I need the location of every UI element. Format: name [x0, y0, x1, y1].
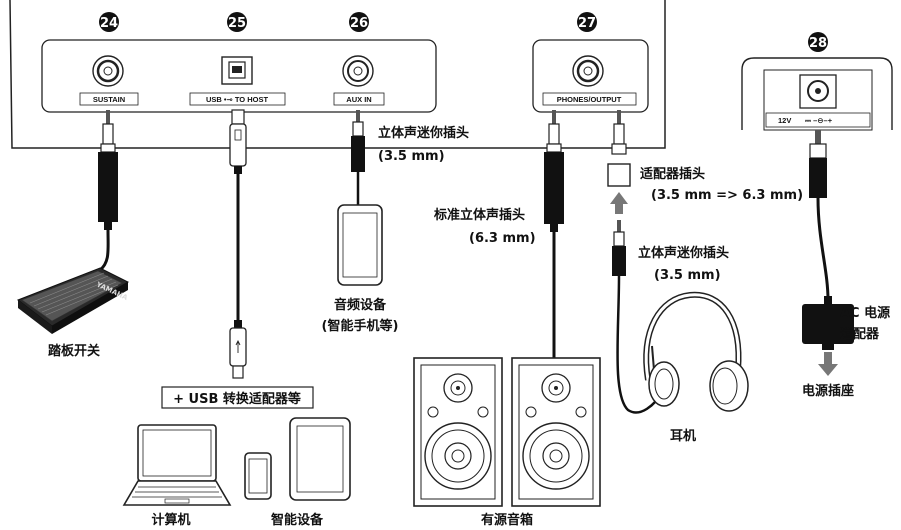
- standard-plug-size-label: (6.3 mm): [469, 231, 536, 246]
- pedal-label: 踏板开关: [48, 343, 100, 359]
- ac-adapter-label-line2: 适配器: [840, 326, 880, 342]
- headphone-plug-size-label: (3.5 mm): [654, 268, 721, 283]
- aux-plug-icon: [351, 110, 365, 172]
- usb-plug-icon: [229, 109, 247, 174]
- dc-in-12v-label: 12V: [778, 116, 791, 125]
- audio-device-note-label: (智能手机等): [322, 318, 399, 334]
- headphone-plug-label: 立体声迷你插头: [638, 245, 729, 261]
- arrow-up-icon: [610, 192, 628, 214]
- callout-27: 27: [577, 12, 597, 32]
- power-outlet-label: 电源插座: [802, 383, 854, 399]
- standard-stereo-plug-icon: [544, 110, 564, 232]
- aux-in-label: AUX IN: [346, 95, 371, 104]
- powered-speakers-label: 有源音箱: [481, 512, 533, 528]
- phones-output-label: PHONES/OUTPUT: [557, 95, 622, 104]
- svg-text:24: 24: [100, 16, 118, 31]
- dc-in-polarity-label: ⎓ –⊖–+: [805, 116, 833, 125]
- adapter-plug-icon: [607, 110, 631, 187]
- dc-in-jack-icon: [799, 74, 837, 109]
- headphones-label: 耳机: [670, 428, 696, 444]
- smartphone-icon: [244, 452, 272, 500]
- svg-text:25: 25: [228, 16, 246, 31]
- headphones-icon: [643, 291, 749, 412]
- svg-text:28: 28: [809, 36, 827, 51]
- aux-in-jack-icon: [342, 55, 374, 87]
- svg-text:27: 27: [578, 16, 596, 31]
- arrow-down-icon: [818, 352, 838, 376]
- speaker-left-icon: [413, 357, 503, 507]
- standard-plug-label: 标准立体声插头: [433, 207, 525, 223]
- pedal-icon: YAMAHA: [16, 267, 129, 334]
- headphone-cable: [616, 275, 664, 414]
- pedal-plug-icon: [98, 110, 118, 230]
- sustain-label: SUSTAIN: [93, 95, 125, 104]
- callout-25: 25: [227, 12, 247, 32]
- adapter-cable: [816, 197, 830, 301]
- usb-port-icon: [221, 56, 253, 85]
- audio-device-label: 音频设备: [334, 297, 387, 313]
- computer-label: 计算机: [151, 512, 190, 528]
- pedal-cable: [98, 229, 110, 272]
- usb-adapter-label: + USB 转换适配器等: [173, 391, 301, 407]
- aux-plug-size-label: (3.5 mm): [378, 149, 445, 164]
- usb-to-host-label: USB •⊸ TO HOST: [206, 95, 269, 104]
- callout-28: 28: [808, 32, 828, 52]
- audio-device-icon: [337, 204, 383, 286]
- adapter-plug-label: 适配器插头: [640, 166, 705, 182]
- svg-text:26: 26: [350, 16, 368, 31]
- usb-plug-bottom-icon: [229, 320, 247, 379]
- aux-plug-label: 立体声迷你插头: [378, 125, 469, 141]
- smart-device-label: 智能设备: [271, 512, 324, 528]
- headphone-mini-plug-icon: [612, 220, 626, 276]
- tablet-icon: [289, 417, 351, 501]
- ac-adapter-icon: [802, 296, 854, 350]
- speaker-right-icon: [511, 357, 601, 507]
- adapter-plug-size-label: (3.5 mm => 6.3 mm): [651, 188, 803, 203]
- computer-icon: [122, 424, 232, 506]
- dc-plug-icon: [809, 130, 827, 198]
- callout-26: 26: [349, 12, 369, 32]
- phones-output-jack-icon: [572, 55, 604, 87]
- callout-24: 24: [99, 12, 119, 32]
- ac-adapter-label-line1: AC 电源: [840, 305, 890, 321]
- sustain-jack-icon: [92, 55, 124, 87]
